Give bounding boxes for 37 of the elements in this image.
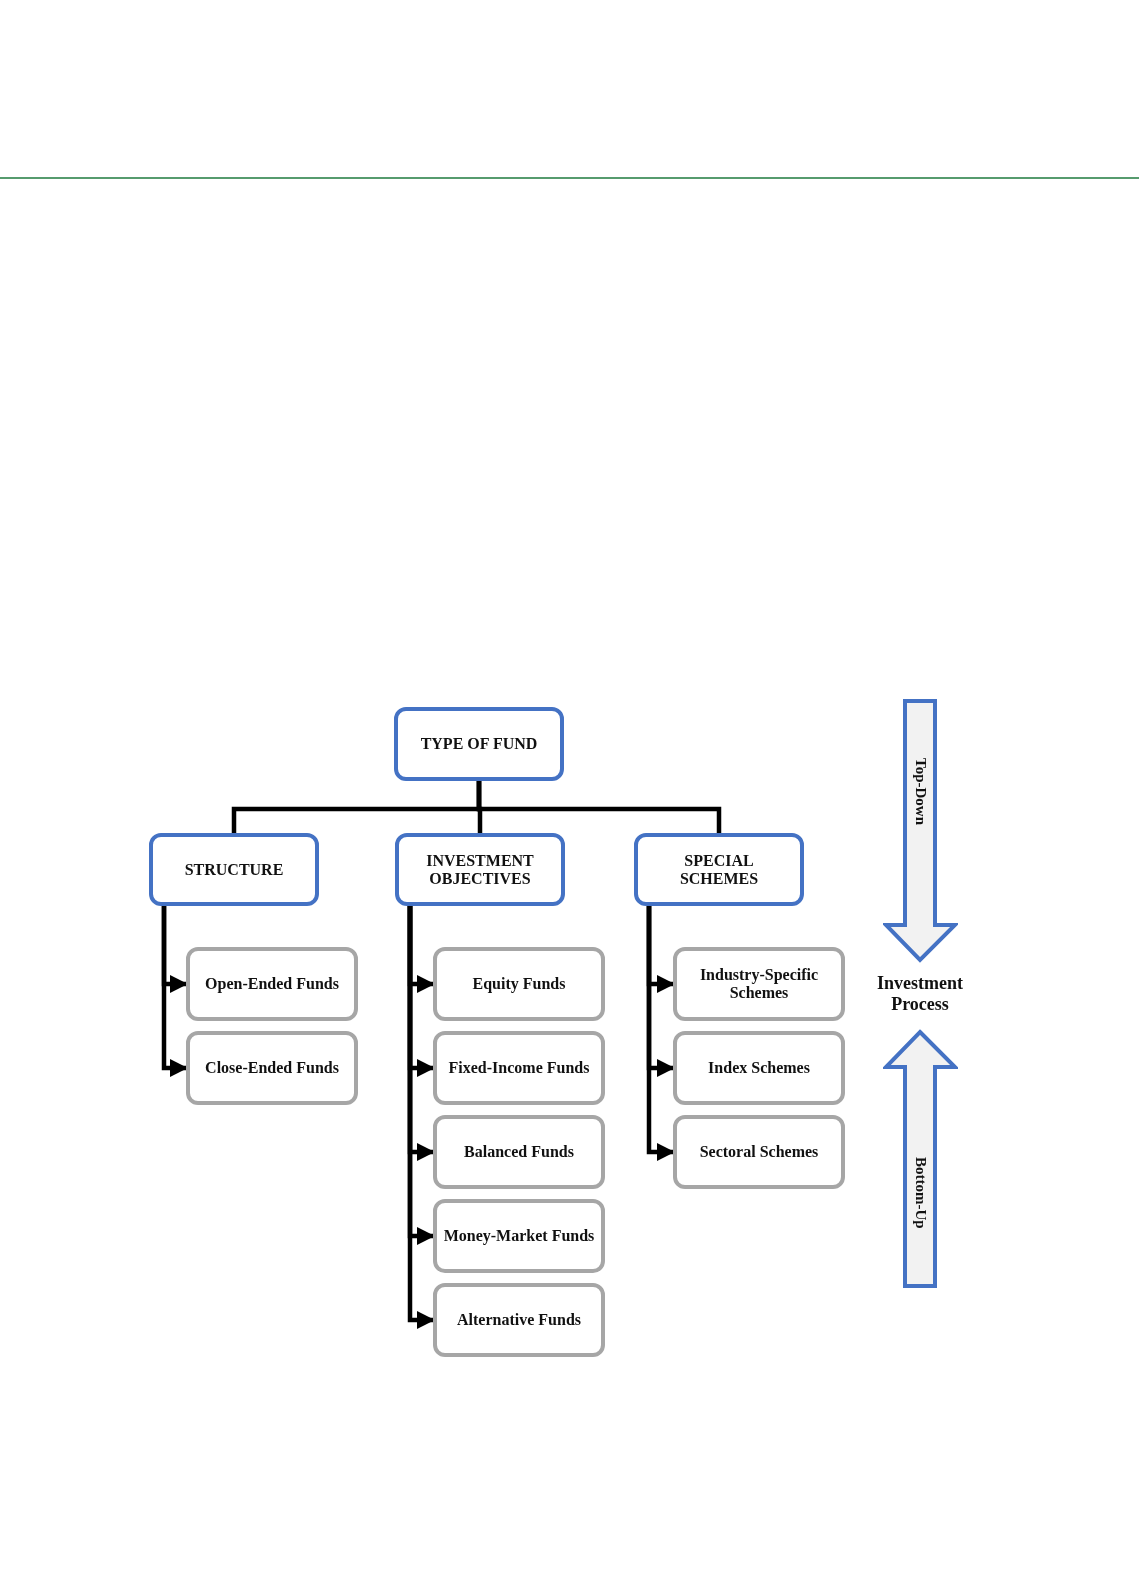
fund-type-box [433, 1115, 605, 1189]
fund-type-box [673, 947, 845, 1021]
box-label: Fixed-Income Funds [447, 1059, 591, 1077]
arrow [161, 906, 188, 1077]
arrow [646, 906, 675, 1161]
box-label: Industry-Specific Schemes [698, 966, 820, 1002]
box-label: Top-Down [912, 758, 930, 825]
fund-type-box [433, 947, 605, 1021]
box-label: SPECIAL SCHEMES [678, 851, 760, 888]
direction-block-arrow [883, 1029, 958, 1289]
box-label: Balanced Funds [463, 1143, 575, 1161]
box-label: STRUCTURE [183, 860, 285, 879]
box-label: Bottom-Up [912, 1157, 930, 1229]
box-label: Money-Market Funds [442, 1227, 596, 1245]
process-caption: Investment Process [876, 973, 964, 1015]
fund-type-box [673, 1115, 845, 1189]
direction-block-arrow [883, 698, 958, 963]
fund-type-box [433, 1199, 605, 1273]
fund-type-box [186, 947, 358, 1021]
box-label: Index Schemes [707, 1059, 811, 1077]
box-label: Equity Funds [471, 975, 567, 993]
box-label: Open-Ended Funds [204, 975, 340, 993]
category-box [395, 833, 565, 906]
arrow [407, 906, 435, 1329]
box-label: Sectoral Schemes [698, 1143, 820, 1161]
fund-type-box [433, 1283, 605, 1357]
box-label: Close-Ended Funds [204, 1059, 340, 1077]
category-box [634, 833, 804, 906]
box-label: Alternative Funds [456, 1311, 582, 1329]
fund-type-box [673, 1031, 845, 1105]
fund-type-box [433, 1031, 605, 1105]
box-label: TYPE OF FUND [419, 735, 539, 753]
fund-type-box [186, 1031, 358, 1105]
connector-line [476, 781, 722, 833]
box-label: INVESTMENT OBJECTIVES [425, 851, 535, 888]
category-box [149, 833, 319, 906]
category-box [394, 707, 564, 781]
